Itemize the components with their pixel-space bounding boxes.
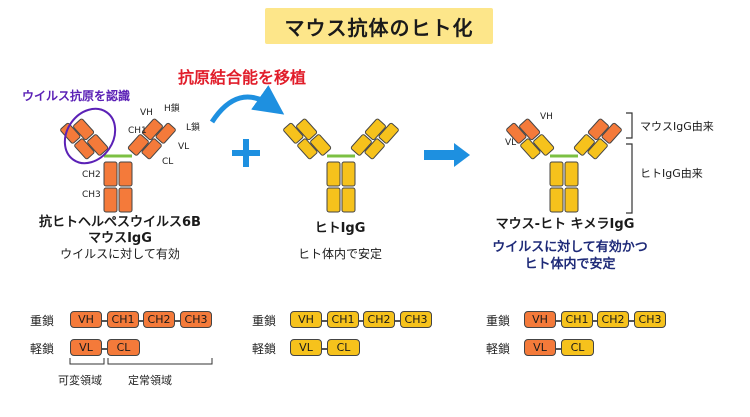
mouse-cl-label: CL <box>162 157 174 167</box>
chimera-seg-vl: VL <box>524 339 556 356</box>
human-origin-bracket <box>626 143 633 214</box>
human-seg-cl: CL <box>327 339 360 356</box>
human-seg-vh: VH <box>290 311 322 328</box>
mouse-vh-label: VH <box>140 108 153 118</box>
mouse-vl-label: VL <box>178 142 190 152</box>
page-title: マウス抗体のヒト化 <box>265 8 493 44</box>
graft-arrow <box>209 85 285 124</box>
mouse-ab-name-line2: マウスIgG <box>88 231 152 246</box>
chimera-igg <box>506 112 633 214</box>
mouse-seg-ch1: CH1 <box>107 311 139 328</box>
antigen-label: ウイルス抗原を認識 <box>22 89 131 103</box>
mouse-seg-ch2: CH2 <box>143 311 175 328</box>
mouse-h-chain-label: H鎖 <box>164 104 180 114</box>
human-ab-name: ヒトIgG <box>314 221 366 236</box>
mouse-origin-bracket <box>626 112 633 139</box>
mouse-seg-cl: CL <box>107 339 140 356</box>
variable-region-label: 可変領域 <box>58 374 102 387</box>
human-seg-ch2: CH2 <box>363 311 395 328</box>
mouse-ch1-label: CH1 <box>128 126 147 136</box>
mouse-ch2-left <box>103 161 118 187</box>
human-seg-ch1: CH1 <box>327 311 359 328</box>
chimera-seg-ch3: CH3 <box>634 311 666 328</box>
human-heavy-label: 重鎖 <box>252 314 277 328</box>
plus-v <box>243 139 249 167</box>
mouse-ab-name-line1: 抗ヒトヘルペスウイルス6B <box>39 215 201 230</box>
chimera-heavy-label: 重鎖 <box>486 314 511 328</box>
mouse-ch3-label: CH3 <box>82 190 101 200</box>
mouse-light-label: 軽鎖 <box>30 342 55 356</box>
variable-region-bracket <box>69 358 105 365</box>
mouse-seg-ch3: CH3 <box>180 311 212 328</box>
human-ab-desc: ヒト体内で安定 <box>297 247 382 261</box>
human-seg-vl: VL <box>290 339 322 356</box>
chimera-vl-label: VL <box>505 138 517 148</box>
chimera-vh-label: VH <box>540 112 553 122</box>
mouse-igg <box>60 107 176 213</box>
mouse-origin-label: マウスIgG由来 <box>640 120 714 133</box>
chimera-ab-desc-line2: ヒト体内で安定 <box>524 257 616 272</box>
chimera-light-label: 軽鎖 <box>486 342 511 356</box>
mouse-left-arm <box>60 118 109 160</box>
mouse-l-chain-label: L鎖 <box>186 123 201 133</box>
mouse-heavy-link <box>70 320 212 322</box>
chimera-light-link <box>524 348 594 350</box>
mouse-right-arm <box>127 118 176 160</box>
human-light-link <box>290 348 360 350</box>
constant-region-bracket <box>107 358 213 365</box>
mouse-light-link <box>70 348 140 350</box>
convert-arrow-body <box>424 150 454 160</box>
chimera-heavy-link <box>524 320 666 322</box>
chimera-ab-desc-line1: ウイルスに対して有効かつ <box>492 240 648 255</box>
human-heavy-link <box>290 320 432 322</box>
chimera-seg-vh: VH <box>524 311 556 328</box>
human-igg <box>283 118 399 213</box>
mouse-seg-vl: VL <box>70 339 102 356</box>
mouse-ch2-right <box>118 161 133 187</box>
constant-region-label: 定常領域 <box>128 374 172 387</box>
chimera-seg-ch2: CH2 <box>597 311 629 328</box>
chimera-seg-cl: CL <box>561 339 594 356</box>
chimera-seg-ch1: CH1 <box>561 311 593 328</box>
chimera-ab-name: マウス-ヒト キメラIgG <box>495 217 635 232</box>
human-seg-ch3: CH3 <box>400 311 432 328</box>
mouse-ch3-right <box>118 187 133 213</box>
mouse-seg-vh: VH <box>70 311 102 328</box>
graft-label: 抗原結合能を移植 <box>178 68 307 87</box>
human-light-label: 軽鎖 <box>252 342 277 356</box>
mouse-ab-desc: ウイルスに対して有効 <box>60 247 180 261</box>
mouse-heavy-label: 重鎖 <box>30 314 55 328</box>
mouse-ch2-label: CH2 <box>82 170 101 180</box>
convert-arrow-head <box>454 143 470 167</box>
mouse-ch3-left <box>103 187 118 213</box>
human-origin-label: ヒトIgG由来 <box>640 167 703 180</box>
antigen-binding-circle <box>63 107 117 165</box>
